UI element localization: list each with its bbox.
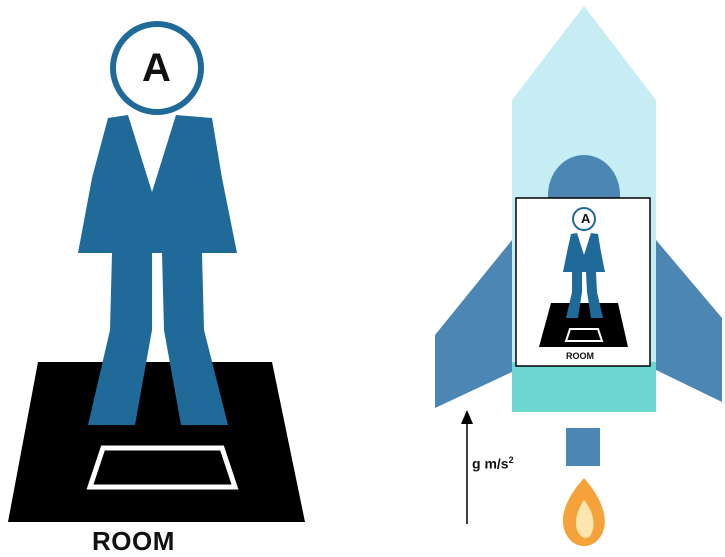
- flame-inner: [576, 500, 594, 538]
- arrow-up-icon: [461, 410, 473, 524]
- person-leg-left: [88, 253, 152, 425]
- acceleration-label: g m/s2: [472, 455, 514, 472]
- rocket-window: [548, 155, 620, 200]
- room-floor: [8, 362, 305, 522]
- inset-person-icon: [563, 207, 605, 318]
- person-label: A: [142, 46, 171, 90]
- room-label: ROOM: [92, 526, 175, 556]
- inset-room-floor-marker: [564, 328, 604, 342]
- person-head: [110, 21, 204, 115]
- rocket-band: [512, 362, 656, 412]
- rocket-fin-right: [656, 240, 722, 402]
- room-floor-marker: [86, 445, 239, 490]
- inset-room-floor: [539, 303, 628, 347]
- acceleration-exponent: 2: [508, 455, 514, 465]
- flame-icon: [562, 478, 605, 546]
- room-illustration: [8, 362, 305, 522]
- rocket-fin-left: [435, 240, 512, 408]
- inset-person-label: A: [581, 211, 591, 226]
- person-jacket: [78, 115, 237, 253]
- person-leg-right: [162, 253, 228, 425]
- acceleration-text: g m/s: [472, 455, 509, 472]
- person-icon: [78, 21, 237, 425]
- inset-room-frame: [515, 197, 651, 367]
- inset-room-label: ROOM: [566, 351, 594, 361]
- rocket-nozzle: [566, 428, 600, 466]
